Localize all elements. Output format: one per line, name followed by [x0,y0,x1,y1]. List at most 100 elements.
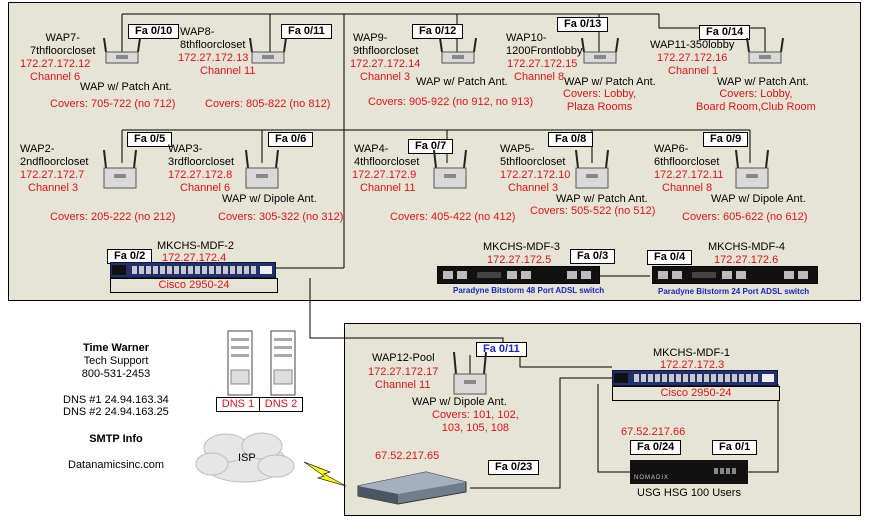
wap12-port: Fa 0/11 [476,342,527,357]
wire-mdf1-usg-right [748,384,779,473]
server-icon [270,330,296,396]
wap9-antenna: WAP w/ Patch Ant. [416,76,508,88]
access-point-icon [439,38,477,64]
access-point-icon [245,150,279,189]
tech-support-phone: 800-531-2453 [81,368,151,380]
dns1-label: DNS 1 [216,397,260,412]
dns1-value: DNS #1 24.94.163.34 [63,394,169,406]
dns2-label: DNS 2 [259,397,303,412]
dns2-value: DNS #2 24.94.163.25 [63,406,169,418]
access-point-icon [581,38,619,64]
tech-support-label: Tech Support [83,355,149,367]
wap11-covers: Covers: Lobby, Board Room,Club Room [696,88,816,113]
wap5-port: Fa 0/8 [548,132,594,147]
wap6-covers: Covers: 605-622 (no 612) [682,211,808,223]
wap5-channel: Channel 3 [508,182,559,194]
adsl-switch-icon [437,266,600,284]
wap6-antenna: WAP w/ Dipole Ant. [711,193,806,205]
wap3-antenna: WAP w/ Dipole Ant. [222,193,317,205]
router-port: Fa 0/23 [488,460,540,475]
access-point-icon [746,38,784,64]
wap4-covers: Covers: 405-422 (no 412) [390,211,516,223]
wap7-channel: Channel 6 [30,71,81,83]
access-point-icon [249,38,287,64]
wap9-covers: Covers: 905-922 (no 912, no 913) [368,96,534,108]
wap10-name: WAP10- 1200Frontlobby [506,32,583,57]
access-point-icon [735,150,769,189]
wap9-port: Fa 0/12 [412,24,464,39]
usg-label: USG HSG 100 Users [637,487,741,499]
access-point-icon [433,150,467,189]
wap12-ip: 172.27.172.17 [368,366,439,378]
wap2-ip: 172.27.172.7 [20,169,85,181]
isp-label: ISP [238,452,256,464]
wap5-covers: Covers: 505-522 (no 512) [530,205,656,217]
wap6-channel: Channel 8 [662,182,713,194]
wap2-port: Fa 0/5 [127,132,173,147]
smtp-title: SMTP Info [89,433,143,445]
wap7-port: Fa 0/10 [128,24,180,39]
wap4-name: WAP4- 4thfloorcloset [354,143,420,168]
wap2-covers: Covers: 205-222 (no 212) [50,211,176,223]
wap9-channel: Channel 3 [360,71,411,83]
access-point-icon [103,150,137,189]
mdf2-name: MKCHS-MDF-2 [157,240,234,252]
mdf4-ip: 172.27.172.6 [714,254,779,266]
wire-mdf1-usg-left [597,384,632,473]
wap7-name: WAP7- 7thfloorcloset [30,32,96,57]
wap8-covers: Covers: 805-822 (no 812) [205,98,331,110]
wire-router-mdf1 [470,377,612,489]
mdf4-port: Fa 0/4 [647,250,693,265]
wap12-name: WAP12-Pool [372,352,435,364]
cloud-icon [195,432,295,483]
lightning-icon [303,461,347,487]
mdf2-model: Cisco 2950-24 [110,278,278,293]
mdf4-name: MKCHS-MDF-4 [708,241,785,253]
wap10-ip: 172.27.172.15 [507,58,578,70]
wap11-channel: Channel 1 [668,65,719,77]
mdf1-name: MKCHS-MDF-1 [653,347,730,359]
wap4-ip: 172.27.172.9 [352,169,417,181]
usg-ip: 67.52.217.66 [621,426,686,438]
wap9-ip: 172.27.172.14 [350,58,421,70]
mdf3-name: MKCHS-MDF-3 [483,241,560,253]
wap8-name: WAP8- 8thfloorcloset [180,26,246,51]
wap7-antenna: WAP w/ Patch Ant. [80,81,172,93]
usg-port-left: Fa 0/24 [630,440,682,455]
access-point-icon [103,38,141,64]
wap4-port: Fa 0/7 [408,139,454,154]
usg-port-right: Fa 0/1 [712,440,758,455]
router-icon [357,471,467,505]
wap5-ip: 172.27.172.10 [500,169,571,181]
usg-gateway-icon [630,460,748,484]
wap8-channel: Channel 11 [200,65,256,77]
wap7-covers: Covers: 705-722 (no 712) [50,98,176,110]
wap3-name: WAP3- 3rdfloorcloset [168,143,235,168]
wap5-name: WAP5- 5thfloorcloset [500,143,566,168]
wap10-antenna: WAP w/ Patch Ant. [564,76,656,88]
usg-brand: NOMADIX [634,475,670,481]
wap6-name: WAP6- 6thfloorcloset [654,143,720,168]
wap11-ip: 172.27.172.16 [657,52,728,64]
access-point-icon [453,352,487,395]
wap5-antenna: WAP w/ Patch Ant. [556,193,648,205]
wap9-name: WAP9- 9thfloorcloset [353,32,419,57]
wap4-channel: Channel 11 [360,182,416,194]
wap12-covers: Covers: 101, 102, 103, 105, 108 [432,409,519,434]
switch-icon [110,262,276,278]
mdf3-port: Fa 0/3 [570,249,616,264]
wap6-port: Fa 0/9 [703,132,749,147]
router-ip: 67.52.217.65 [375,450,440,462]
wap10-channel: Channel 8 [514,71,565,83]
adsl-switch-icon [652,266,818,284]
wap7-ip: 172.27.172.12 [20,58,91,70]
wap6-ip: 172.27.172.11 [654,169,724,181]
wap3-channel: Channel 6 [180,182,231,194]
wap3-port: Fa 0/6 [268,132,314,147]
mdf1-ip: 172.27.172.3 [660,359,725,371]
wap12-channel: Channel 11 [375,379,431,391]
wap3-ip: 172.27.172.8 [168,169,233,181]
provider-name: Time Warner [82,342,150,354]
switch-icon [612,370,778,386]
